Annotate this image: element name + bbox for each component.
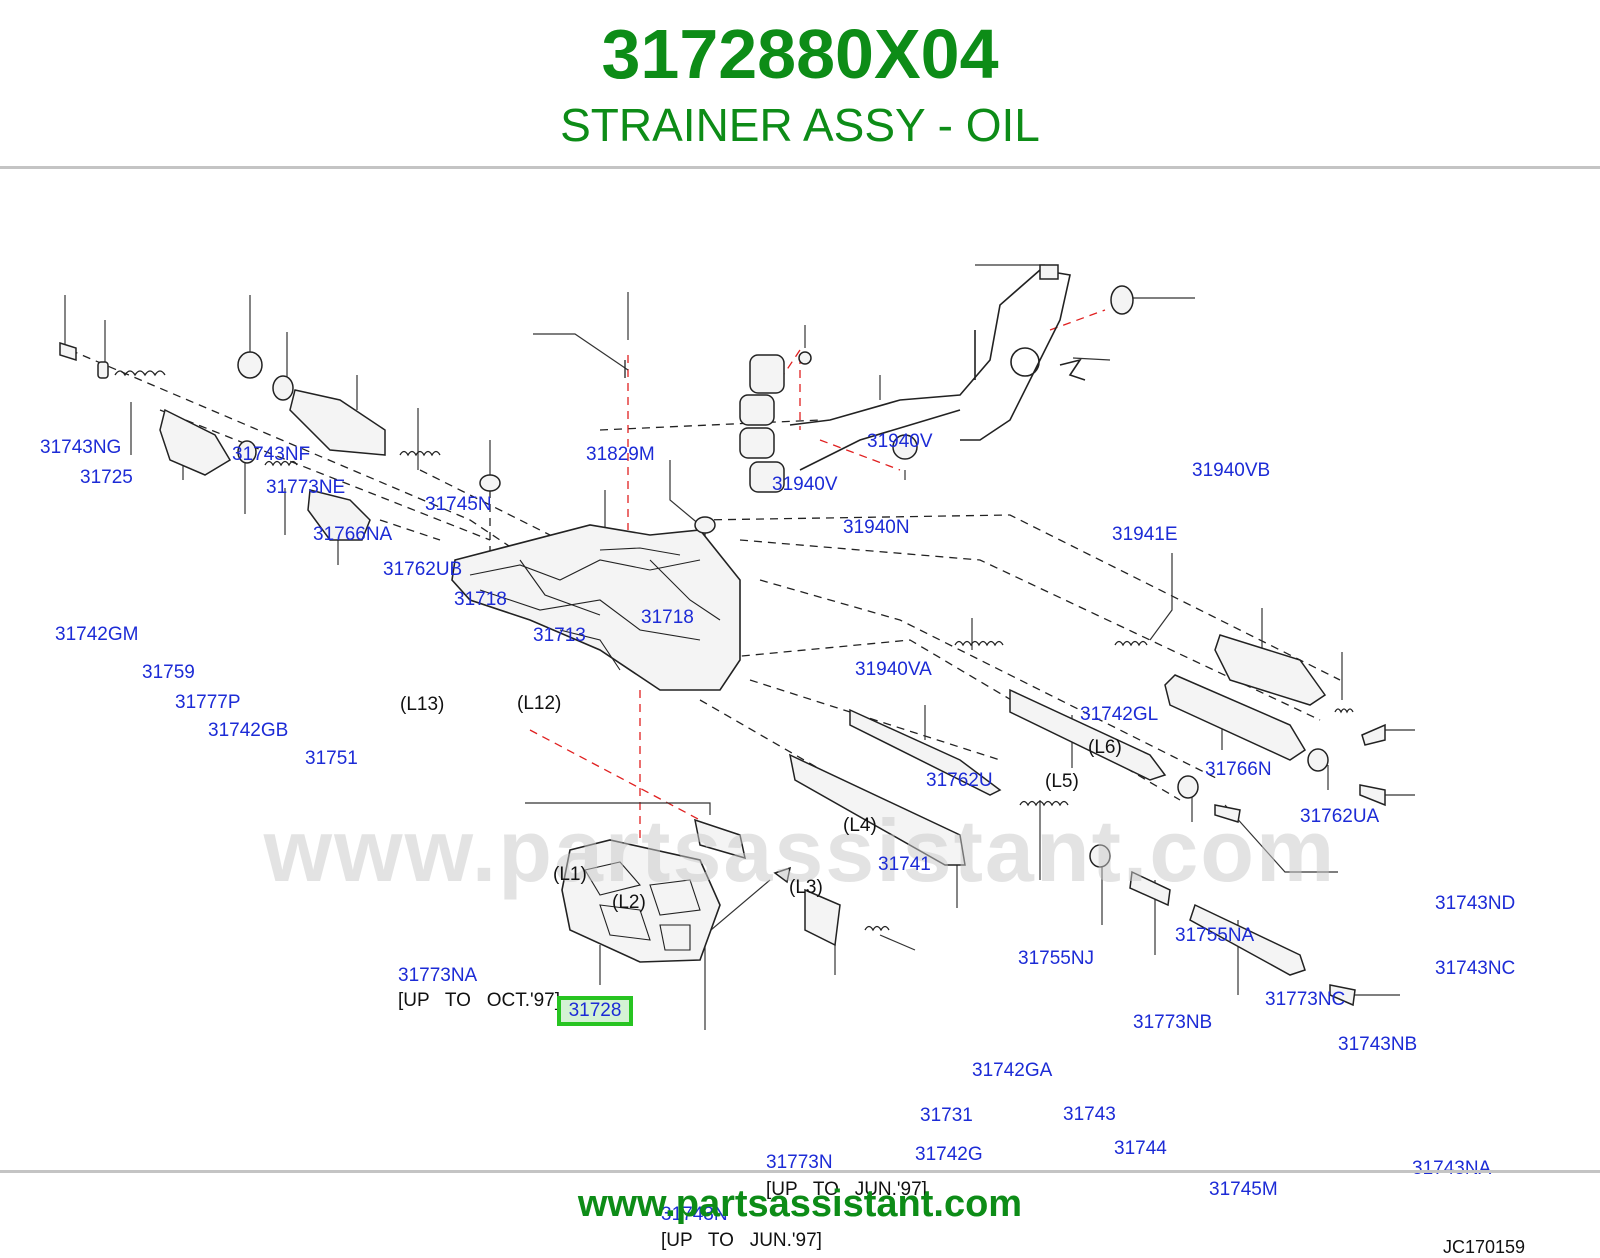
- parts-diagram-drawing: [59, 264, 1415, 1030]
- line-ref: (L12): [517, 693, 562, 714]
- part-label[interactable]: 31743ND: [1435, 893, 1516, 914]
- part-label[interactable]: 31742GB: [208, 720, 289, 741]
- part-label[interactable]: 31743N: [661, 1204, 728, 1225]
- part-description: STRAINER ASSY - OIL: [560, 99, 1040, 151]
- part-label[interactable]: 31762UA: [1300, 806, 1380, 827]
- part-label[interactable]: 31718: [454, 589, 507, 610]
- part-label[interactable]: 31743NG: [40, 437, 122, 458]
- part-label[interactable]: 31759: [142, 662, 195, 683]
- part-label[interactable]: 31743NB: [1338, 1034, 1418, 1055]
- part-label[interactable]: 31743NA: [1412, 1158, 1492, 1179]
- part-label[interactable]: 31940V: [867, 431, 933, 452]
- part-label[interactable]: 31741: [878, 854, 931, 875]
- part-label[interactable]: 31744: [1114, 1138, 1167, 1159]
- parts-diagram: www.partsassistant.com 31743NG 31725 317…: [0, 172, 1600, 1257]
- diagram-code: JC170159: [1443, 1237, 1526, 1257]
- footer-divider: [0, 1170, 1600, 1173]
- part-label[interactable]: 31713: [533, 625, 586, 646]
- part-label[interactable]: 31773NB: [1133, 1012, 1213, 1033]
- part-label[interactable]: 31941E: [1112, 524, 1178, 545]
- part-label[interactable]: 31755NA: [1175, 925, 1255, 946]
- part-label[interactable]: 31743NF: [232, 444, 311, 465]
- part-note: [UP TO JUN.'97]: [766, 1179, 927, 1200]
- line-ref: (L3): [789, 877, 823, 898]
- part-number: 3172880X04: [601, 15, 999, 93]
- part-label[interactable]: 31766NA: [313, 524, 393, 545]
- part-label[interactable]: 31940VB: [1192, 460, 1271, 481]
- part-note: [UP TO JUN.'97]: [661, 1230, 822, 1251]
- part-label[interactable]: 31762UB: [383, 559, 463, 580]
- part-label[interactable]: 31725: [80, 467, 133, 488]
- line-ref: (L13): [400, 694, 445, 715]
- part-note: [UP TO OCT.'97]: [398, 990, 561, 1011]
- header-divider: [0, 166, 1600, 169]
- part-label[interactable]: 31762U: [926, 770, 993, 791]
- part-label[interactable]: 31745N: [425, 494, 492, 515]
- line-ref: (L5): [1045, 771, 1079, 792]
- part-label[interactable]: 31755NJ: [1018, 948, 1095, 969]
- part-label[interactable]: 31773NC: [1265, 989, 1346, 1010]
- line-ref: (L2): [612, 892, 646, 913]
- part-label[interactable]: 31773N: [766, 1152, 833, 1173]
- part-label[interactable]: 31731: [920, 1105, 973, 1126]
- footer-url[interactable]: www.partsassistant.com: [577, 1183, 1023, 1225]
- part-label[interactable]: 31745M: [1209, 1179, 1278, 1200]
- line-ref: (L6): [1088, 737, 1122, 758]
- part-label[interactable]: 31743NC: [1435, 958, 1516, 979]
- part-label[interactable]: 31766N: [1205, 759, 1272, 780]
- line-ref: (L1): [553, 864, 587, 885]
- part-label[interactable]: 31773NE: [266, 477, 346, 498]
- page-header: 3172880X04 STRAINER ASSY - OIL: [0, 0, 1600, 168]
- part-label[interactable]: 31718: [641, 607, 694, 628]
- part-label[interactable]: 31742G: [915, 1144, 983, 1165]
- part-label[interactable]: 31777P: [175, 692, 241, 713]
- part-label[interactable]: 31773NA: [398, 965, 478, 986]
- highlighted-part-label: 31728: [568, 1000, 622, 1021]
- part-label[interactable]: 31742GL: [1080, 704, 1159, 725]
- part-label[interactable]: 31940V: [772, 474, 838, 495]
- watermark: www.partsassistant.com: [263, 801, 1337, 900]
- part-label[interactable]: 31829M: [586, 444, 655, 465]
- highlighted-part-box[interactable]: 31728: [557, 996, 633, 1026]
- part-label[interactable]: 31940N: [843, 517, 910, 538]
- part-label[interactable]: 31751: [305, 748, 358, 769]
- line-ref: (L4): [843, 815, 877, 836]
- part-label[interactable]: 31742GA: [972, 1060, 1053, 1081]
- part-label[interactable]: 31743: [1063, 1104, 1116, 1125]
- part-label[interactable]: 31742GM: [55, 624, 139, 645]
- part-label[interactable]: 31940VA: [855, 659, 932, 680]
